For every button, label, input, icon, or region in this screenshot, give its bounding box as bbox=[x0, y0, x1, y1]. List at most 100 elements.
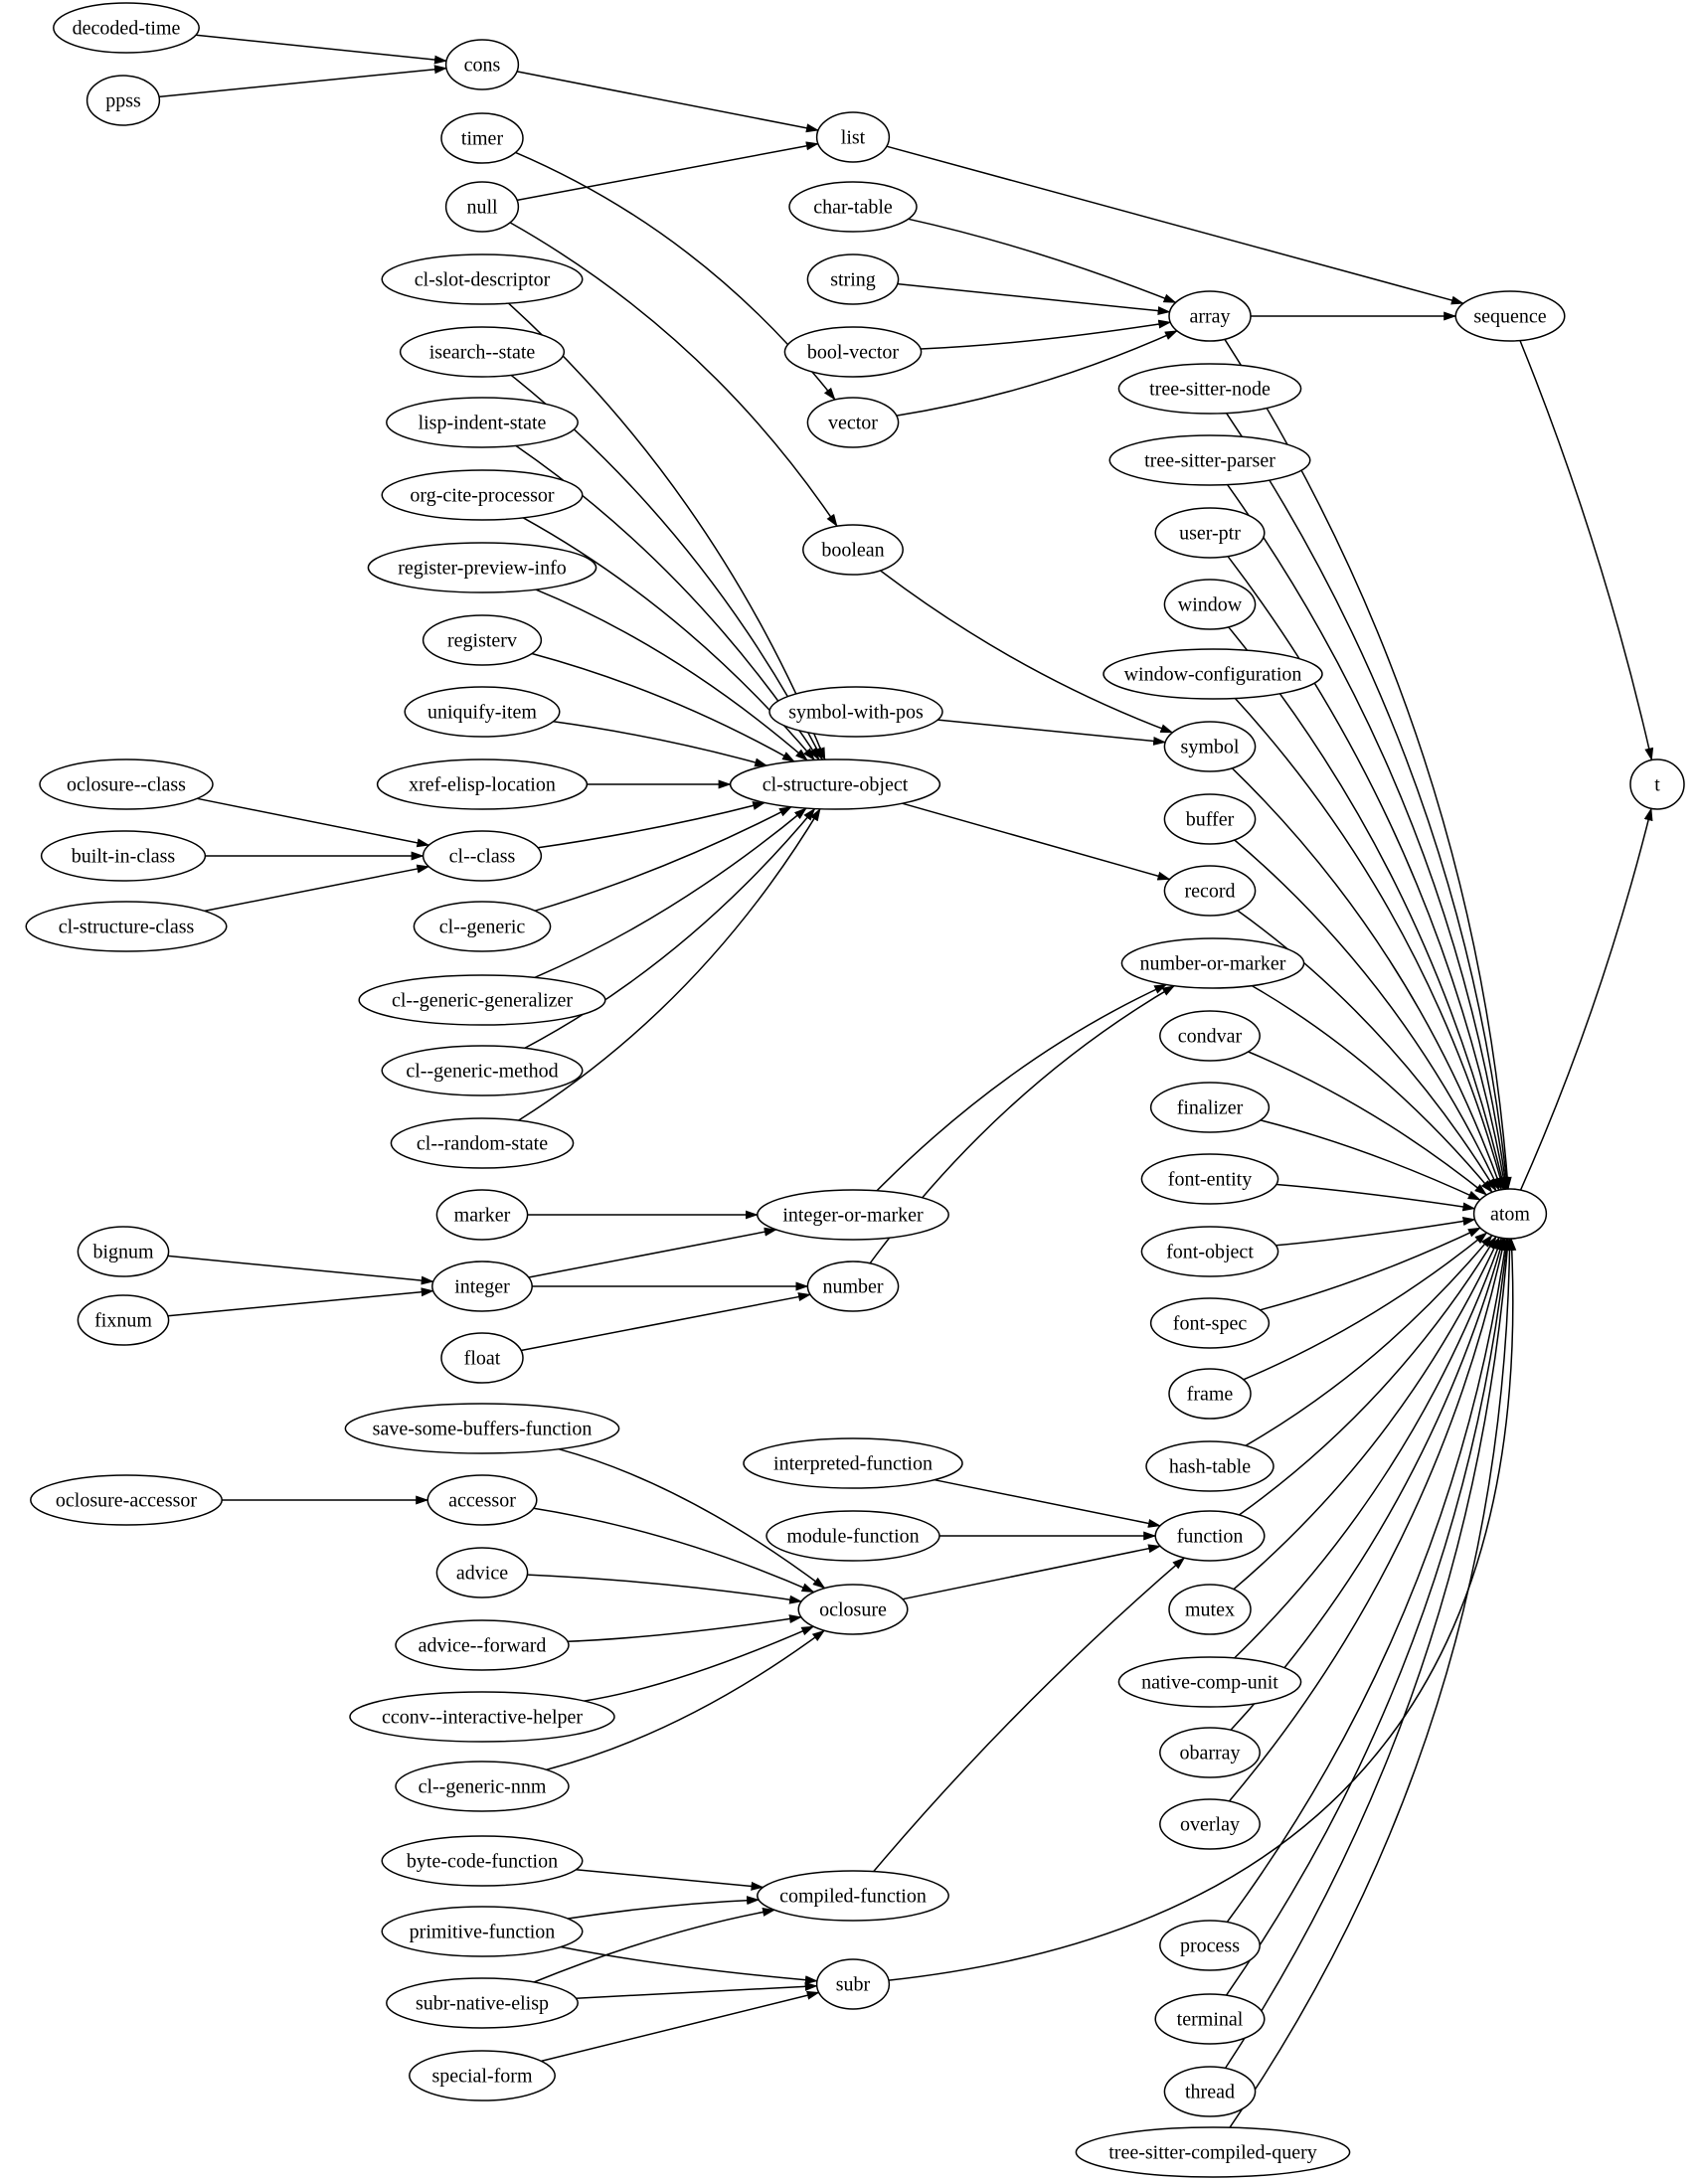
node-ellipse bbox=[815, 1958, 891, 2010]
node-ellipse bbox=[1140, 1226, 1279, 1277]
node-special-form: special-form bbox=[409, 2050, 556, 2101]
node-primitive-function: primitive-function bbox=[381, 1906, 584, 1957]
node-tree-sitter-parser: tree-sitter-parser bbox=[1108, 434, 1311, 486]
node-ellipse bbox=[1159, 1920, 1261, 1971]
node-cl-slot-descriptor: cl-slot-descriptor bbox=[381, 253, 584, 305]
node-lisp-indent-state: lisp-indent-state bbox=[386, 397, 579, 448]
edge-process-to-atom bbox=[1226, 1237, 1510, 1923]
node-label: array bbox=[1189, 306, 1230, 328]
node-label: symbol bbox=[1181, 737, 1240, 758]
node-label: bool-vector bbox=[807, 342, 900, 364]
node-label: list bbox=[841, 127, 866, 149]
node-label: integer bbox=[454, 1276, 510, 1298]
node-org-cite-processor: org-cite-processor bbox=[381, 469, 584, 521]
node-ellipse bbox=[1168, 1368, 1252, 1420]
node-ellipse bbox=[768, 686, 943, 738]
edge-oclosure-to-function bbox=[902, 1544, 1162, 1600]
edge-null-to-boolean bbox=[509, 222, 838, 528]
node-cconv--interactive-helper: cconv--interactive-helper bbox=[349, 1691, 615, 1743]
node-overlay: overlay bbox=[1159, 1798, 1261, 1850]
node-label: thread bbox=[1185, 2082, 1235, 2103]
edge-cl--random-state-to-cl-structure-object bbox=[518, 807, 821, 1121]
node-label: font-spec bbox=[1173, 1313, 1248, 1335]
edge-tree-sitter-node-to-atom bbox=[1225, 413, 1511, 1191]
node-symbol: symbol bbox=[1163, 721, 1257, 772]
node-label: compiled-function bbox=[779, 1886, 927, 1908]
node-ellipse bbox=[381, 469, 584, 521]
edge-primitive-function-to-subr bbox=[560, 1945, 818, 1985]
node-label: obarray bbox=[1179, 1743, 1240, 1764]
node-ellipse bbox=[440, 112, 524, 164]
node-label: timer bbox=[461, 128, 504, 150]
node-label: save-some-buffers-function bbox=[373, 1419, 593, 1440]
node-ellipse bbox=[395, 1761, 570, 1812]
node-label: cl-structure-class bbox=[59, 917, 195, 938]
node-label: fixnum bbox=[94, 1310, 152, 1332]
node-cl--generic: cl--generic bbox=[413, 901, 552, 952]
node-label: atom bbox=[1490, 1204, 1530, 1226]
node-label: advice bbox=[456, 1563, 508, 1585]
edge-user-ptr-to-atom bbox=[1227, 556, 1508, 1191]
node-label: sequence bbox=[1473, 306, 1546, 328]
node-ellipse bbox=[409, 2050, 556, 2101]
node-label: primitive-function bbox=[410, 1922, 556, 1943]
node-label: cl-slot-descriptor bbox=[415, 269, 551, 291]
edge-uniquify-item-to-cl-structure-object bbox=[553, 721, 768, 767]
node-label: oclosure--class bbox=[67, 774, 186, 796]
node-char-table: char-table bbox=[788, 181, 918, 233]
node-advice: advice bbox=[435, 1547, 529, 1598]
node-ellipse bbox=[77, 1294, 170, 1346]
edge-thread-to-atom bbox=[1224, 1238, 1512, 2069]
edge-sequence-to-t bbox=[1519, 340, 1654, 761]
node-ellipse bbox=[376, 758, 589, 810]
node-ellipse bbox=[435, 1547, 529, 1598]
node-mutex: mutex bbox=[1168, 1584, 1252, 1635]
edge-special-form-to-subr bbox=[541, 1990, 820, 2063]
node-ellipse bbox=[765, 1510, 940, 1562]
node-ellipse bbox=[1472, 1188, 1548, 1240]
edge-cons-to-list bbox=[516, 71, 819, 133]
node-ellipse bbox=[395, 1619, 570, 1671]
node-ellipse bbox=[1117, 363, 1302, 415]
edge-bool-vector-to-array bbox=[921, 319, 1172, 350]
edge-cl-slot-descriptor-to-cl-structure-object bbox=[507, 302, 826, 761]
edge-subr-to-atom bbox=[888, 1238, 1517, 1981]
node-xref-elisp-location: xref-elisp-location bbox=[376, 758, 589, 810]
node-label: condvar bbox=[1178, 1026, 1243, 1048]
node-label: user-ptr bbox=[1179, 523, 1241, 545]
node-label: string bbox=[830, 269, 876, 291]
node-tree-sitter-compiled-query: tree-sitter-compiled-query bbox=[1075, 2126, 1351, 2178]
node-label: font-entity bbox=[1168, 1169, 1252, 1191]
edge-advice-to-oclosure bbox=[527, 1574, 803, 1604]
node-uniquify-item: uniquify-item bbox=[404, 686, 561, 738]
node-ellipse bbox=[1149, 1297, 1271, 1349]
edge-terminal-to-atom bbox=[1225, 1237, 1511, 1996]
node-label: cl--class bbox=[449, 846, 516, 868]
node-ellipse bbox=[444, 39, 520, 90]
node-label: mutex bbox=[1185, 1599, 1235, 1621]
node-cl--generic-nnm: cl--generic-nnm bbox=[395, 1761, 570, 1812]
node-label: advice--forward bbox=[419, 1635, 547, 1657]
edge-vector-to-array bbox=[896, 330, 1178, 417]
edge-function-to-atom bbox=[1239, 1236, 1497, 1516]
node-t: t bbox=[1629, 758, 1685, 810]
node-module-function: module-function bbox=[765, 1510, 940, 1562]
node-decoded-time: decoded-time bbox=[53, 2, 200, 54]
node-label: finalizer bbox=[1177, 1097, 1244, 1119]
edge-cl--generic-method-to-cl-structure-object bbox=[524, 807, 816, 1050]
node-ellipse bbox=[431, 1260, 533, 1312]
node-ppss: ppss bbox=[85, 75, 161, 126]
node-ellipse bbox=[444, 181, 520, 233]
node-bignum: bignum bbox=[77, 1226, 170, 1277]
edge-accessor-to-oclosure bbox=[533, 1507, 815, 1594]
node-array: array bbox=[1168, 290, 1252, 342]
edge-number-or-marker-to-atom bbox=[1251, 984, 1493, 1194]
node-label: ppss bbox=[105, 90, 141, 112]
edge-condvar-to-atom bbox=[1248, 1051, 1488, 1196]
node-ellipse bbox=[1145, 1440, 1274, 1492]
edge-frame-to-atom bbox=[1243, 1232, 1488, 1381]
edge-null-to-list bbox=[516, 141, 819, 202]
node-ellipse bbox=[77, 1226, 170, 1277]
edge-advice--forward-to-oclosure bbox=[567, 1614, 802, 1643]
